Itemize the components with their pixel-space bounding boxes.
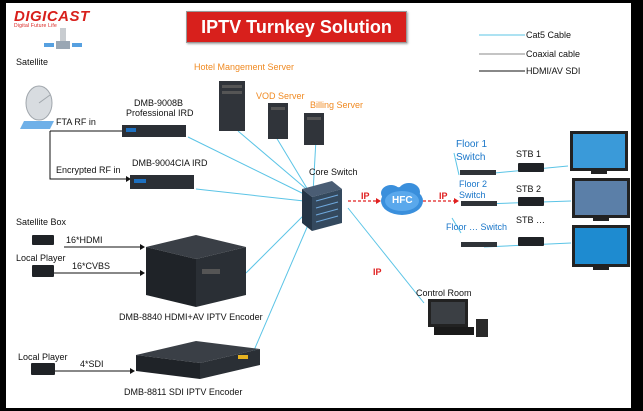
local-player1-icon — [32, 265, 54, 277]
tv-3 — [572, 225, 630, 270]
stb1-label: STB 1 — [516, 149, 542, 159]
sdi4-label: 4*SDI — [80, 359, 104, 369]
vod-server-icon — [268, 103, 288, 139]
tv-2 — [572, 178, 630, 221]
local-player2-icon — [31, 363, 55, 375]
encoder2-device — [136, 341, 260, 379]
satellite-box-label: Satellite Box — [16, 217, 67, 227]
ird1-model-label: DMB-9008B — [134, 98, 184, 108]
arrow-hdmi — [140, 244, 145, 250]
cat5-line-control-room — [347, 207, 425, 304]
ird1-desc-label: Professional IRD — [126, 108, 194, 118]
ird2-device — [130, 175, 194, 189]
ip-label-1: IP — [361, 191, 370, 201]
local-player1-label: Local Player — [16, 253, 66, 263]
stb-boxes — [518, 163, 544, 246]
ip-label-3: IP — [373, 267, 382, 277]
stb2-label: STB 2 — [516, 184, 542, 194]
cat5-line-floorn — [451, 217, 462, 234]
cat5-line-ird2 — [195, 188, 305, 202]
ip-label-2: IP — [439, 191, 448, 201]
satellite-icon — [44, 28, 82, 49]
cat5-line-ird1 — [187, 136, 307, 196]
floor2-label: Floor 2 — [459, 179, 488, 189]
arrow-encrypted — [126, 176, 131, 182]
floor2-switch-box — [461, 201, 497, 206]
floor1-sub-label: Switch — [456, 152, 486, 163]
connection-lines — [20, 28, 630, 379]
floor1-switch-box — [460, 170, 496, 175]
legend-hdmi-label: HDMI/AV SDI — [526, 66, 581, 76]
satellite-box-icon — [32, 235, 54, 245]
floor-switches — [460, 170, 497, 247]
cat5-line-encoder1 — [245, 212, 307, 274]
encoder2-label: DMB-8811 SDI IPTV Encoder — [124, 387, 243, 397]
legend-cat5-label: Cat5 Cable — [526, 30, 572, 40]
encoder1-device — [146, 235, 246, 307]
page-title: IPTV Turnkey Solution — [186, 11, 407, 43]
stbn-label: STB … — [516, 215, 546, 225]
floorn-label: Floor … Switch — [446, 222, 508, 232]
hfc-cloud — [381, 183, 423, 215]
tv-1 — [570, 131, 628, 174]
encoder1-label: DMB-8840 HDMI+AV IPTV Encoder — [119, 312, 263, 322]
legend-coax-label: Coaxial cable — [526, 49, 581, 59]
ird2-label: DMB-9004CIA IRD — [132, 158, 208, 168]
rf-line-encrypted — [49, 131, 126, 180]
brand-tagline: Digital Future Life — [14, 23, 57, 29]
floor1-label: Floor 1 — [456, 139, 488, 150]
cat5-line-hotel — [237, 130, 312, 194]
billing-server-label: Billing Server — [310, 100, 364, 110]
vod-server-label: VOD Server — [256, 91, 305, 101]
dish-icon — [20, 85, 54, 129]
core-switch-label: Core Switch — [309, 167, 358, 177]
brand-logo: DIGICAST — [14, 8, 90, 25]
control-room-pc-icon — [428, 299, 488, 337]
fta-rf-label: FTA RF in — [56, 117, 96, 127]
billing-server-icon — [304, 113, 324, 145]
local-player2-label: Local Player — [18, 352, 68, 362]
floor2-sub-label: Switch — [459, 190, 486, 200]
cvbs16-label: 16*CVBS — [72, 261, 111, 271]
satellite-label: Satellite — [16, 57, 49, 67]
hotel-server-icon — [219, 81, 245, 131]
arrow-cvbs — [140, 270, 145, 276]
hdmi16-label: 16*HDMI — [66, 235, 103, 245]
cat5-line-floor1 — [453, 152, 460, 176]
cat5-line-billing — [312, 138, 317, 194]
control-room-label: Control Room — [416, 288, 472, 298]
floorn-switch-box — [461, 242, 497, 247]
cat5-line-vod — [275, 136, 312, 196]
encrypted-rf-label: Encrypted RF in — [56, 165, 121, 175]
cat5-line-encoder2 — [251, 217, 312, 356]
hotel-server-label: Hotel Mangement Server — [194, 62, 295, 72]
arrow-sdi — [130, 368, 135, 374]
core-switch-icon — [302, 181, 342, 231]
ird1-device — [122, 125, 186, 137]
hfc-label: HFC — [392, 195, 413, 206]
diagram-canvas: DIGICAST Digital Future Life IPTV Turnke… — [6, 3, 631, 408]
